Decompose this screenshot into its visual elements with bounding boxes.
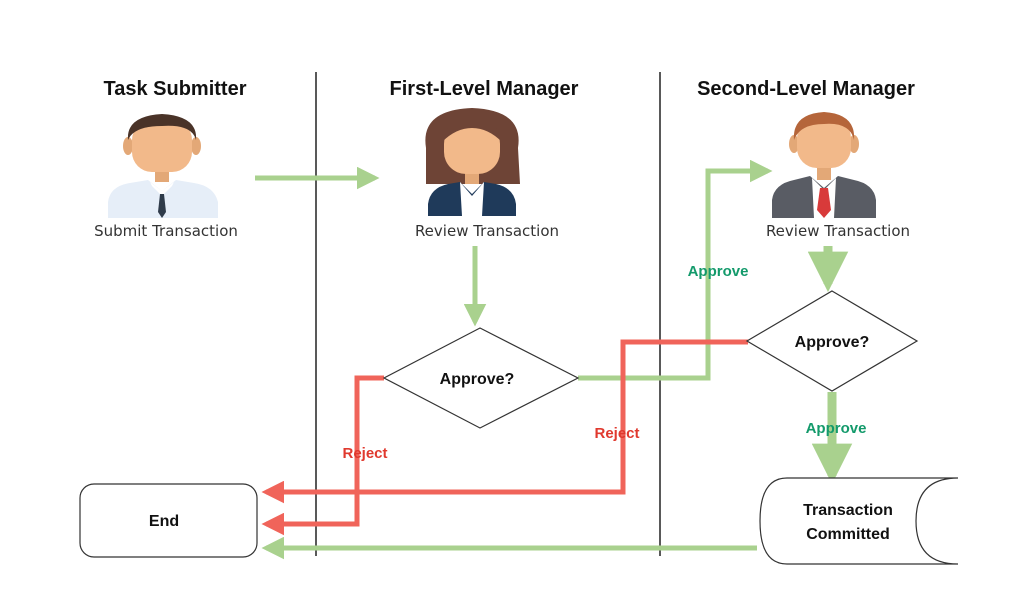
arrow-first-reject-to-end <box>261 375 384 536</box>
lane-title-second-level-manager: Second-Level Manager <box>697 78 915 100</box>
woman-user-icon <box>425 108 520 216</box>
lane-title-task-submitter: Task Submitter <box>104 78 247 100</box>
end-terminator: End <box>79 483 258 558</box>
reject-label-first: Reject <box>342 445 387 462</box>
committed-label-line2: Committed <box>806 526 890 543</box>
man-with-tie-user-icon <box>772 112 876 218</box>
decision-first-label: Approve? <box>440 371 515 388</box>
approve-label-second: Approve <box>806 420 867 437</box>
arrow-first-approve-to-second-review <box>578 159 773 381</box>
end-label: End <box>149 513 179 530</box>
transaction-committed-storage: Transaction Committed <box>759 477 959 565</box>
reject-label-second: Reject <box>594 425 639 442</box>
second-review-transaction-caption: Review Transaction <box>766 222 910 240</box>
approve-label-first: Approve <box>688 263 749 280</box>
lane-title-first-level-manager: First-Level Manager <box>390 78 579 100</box>
man-user-icon <box>108 114 218 218</box>
decision-second-label: Approve? <box>795 334 870 351</box>
decision-diamond-second: Approve? <box>745 290 919 392</box>
first-review-transaction-caption: Review Transaction <box>415 222 559 240</box>
decision-diamond-first: Approve? <box>382 327 580 429</box>
arrow-second-reject-to-end <box>261 339 748 504</box>
committed-label-line1: Transaction <box>803 502 893 519</box>
submit-transaction-caption: Submit Transaction <box>94 222 238 240</box>
